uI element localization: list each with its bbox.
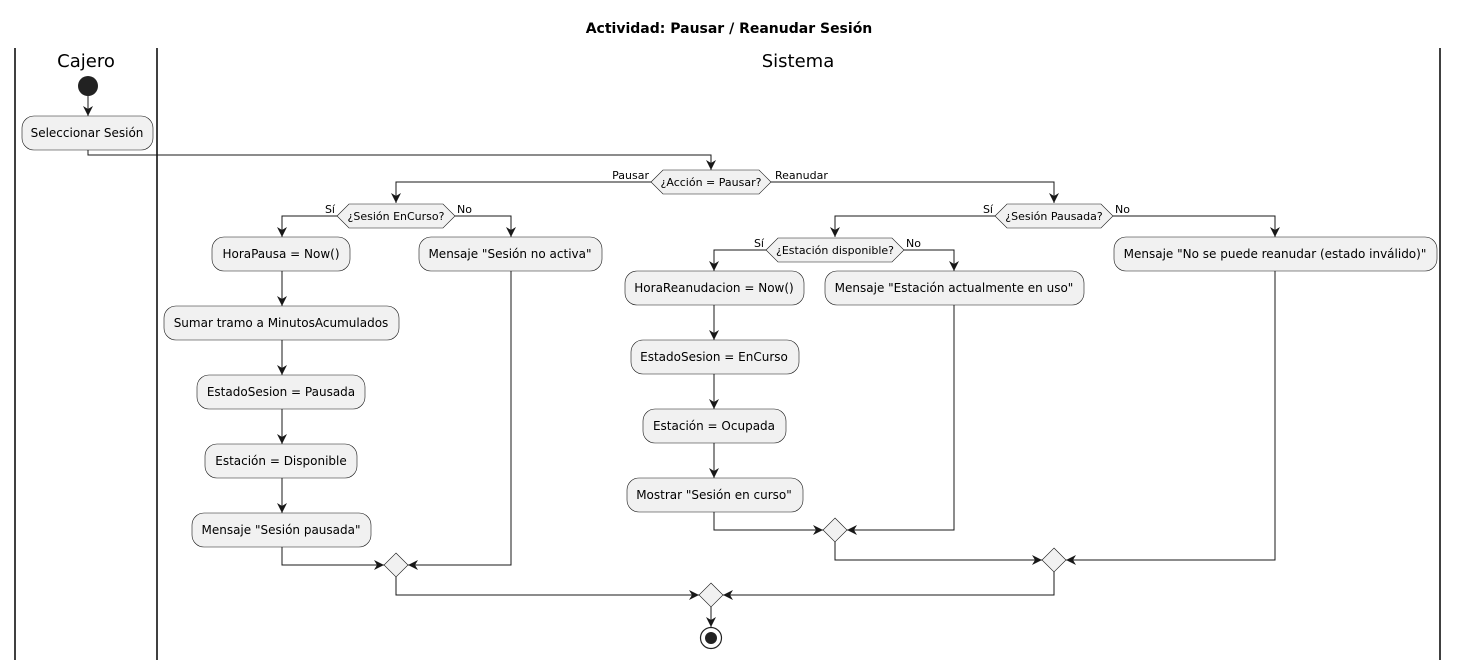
action-label: EstadoSesion = EnCurso: [640, 350, 788, 364]
label-pausada-no: No: [1115, 203, 1130, 216]
edge-mostrar-to-merge: [713, 512, 823, 535]
edge-pausada-si: [830, 215, 995, 237]
edge-reanudar-branch: [771, 181, 1059, 203]
edge-pausada-no: [1113, 215, 1280, 237]
decision-label: ¿Estación disponible?: [776, 244, 894, 257]
edge-en-uso-to-merge: [847, 305, 955, 535]
flow-edges: [83, 96, 1280, 627]
action-label: Mensaje "Sesión no activa": [428, 247, 591, 261]
action-label: Mensaje "Sesión pausada": [201, 523, 360, 537]
edge-estacion-no: [904, 249, 959, 271]
diagram-title: Actividad: Pausar / Reanudar Sesión: [586, 21, 873, 37]
edge-encurso-si: [277, 215, 337, 237]
swimlanes: Cajero Sistema: [14, 48, 1441, 660]
label-estacion-si: Sí: [754, 237, 765, 250]
decision-label: ¿Sesión Pausada?: [1005, 210, 1103, 223]
edge-reanudar-merge-to-final: [723, 572, 1055, 600]
action-label: Estación = Ocupada: [653, 419, 775, 433]
label-estacion-no: No: [906, 237, 921, 250]
edge-pausar-branch: [391, 181, 651, 203]
lane-title-sistema: Sistema: [762, 51, 835, 72]
decision-label: ¿Sesión EnCurso?: [348, 210, 445, 223]
merge-pausada: [1041, 547, 1067, 573]
label-encurso-si: Sí: [325, 203, 336, 216]
merge-estacion: [822, 517, 848, 543]
lane-title-cajero: Cajero: [57, 51, 115, 72]
edge-estacion-merge-to-pausada-merge: [834, 542, 1042, 565]
action-sumar-tramo: Sumar tramo a MinutosAcumulados: [163, 305, 400, 341]
edge-select-to-decision: [87, 150, 716, 170]
label-encurso-no: No: [457, 203, 472, 216]
action-estado-encurso: EstadoSesion = EnCurso: [630, 339, 800, 375]
decision-accion: ¿Acción = Pausar?: [650, 169, 772, 195]
label-pausada-si: Sí: [983, 203, 994, 216]
label-pausar: Pausar: [612, 169, 649, 182]
action-label: HoraPausa = Now(): [222, 247, 339, 261]
action-hora-reanudacion: HoraReanudacion = Now(): [624, 270, 805, 306]
action-label: HoraReanudacion = Now(): [634, 281, 793, 295]
edge-no-activa-to-merge: [408, 271, 512, 570]
action-label: Estación = Disponible: [215, 454, 347, 468]
edge-labels: Pausar Reanudar Sí No Sí No Sí No: [325, 169, 1130, 250]
decision-encurso: ¿Sesión EnCurso?: [336, 203, 456, 229]
action-label: Mensaje "Estación actualmente en uso": [835, 281, 1074, 295]
action-estado-pausada: EstadoSesion = Pausada: [196, 374, 366, 410]
action-estacion-ocupada: Estación = Ocupada: [642, 408, 787, 444]
edge-mensaje-to-merge: [281, 547, 384, 570]
action-msg-no-activa: Mensaje "Sesión no activa": [418, 236, 603, 272]
action-label: Sumar tramo a MinutosAcumulados: [174, 316, 389, 330]
action-msg-no-reanudar: Mensaje "No se puede reanudar (estado in…: [1113, 236, 1438, 272]
decision-label: ¿Acción = Pausar?: [661, 176, 762, 189]
action-hora-pausa: HoraPausa = Now(): [211, 236, 351, 272]
action-msg-pausada: Mensaje "Sesión pausada": [191, 512, 372, 548]
merge-pausar: [383, 552, 409, 578]
action-label: Mostrar "Sesión en curso": [636, 488, 792, 502]
action-estacion-disponible: Estación = Disponible: [204, 443, 358, 479]
action-label: EstadoSesion = Pausada: [207, 385, 355, 399]
action-label: Seleccionar Sesión: [31, 126, 144, 140]
edge-pausar-merge-to-final: [395, 577, 699, 600]
end-node: [699, 626, 723, 650]
action-label: Mensaje "No se puede reanudar (estado in…: [1124, 247, 1427, 261]
action-seleccionar: Seleccionar Sesión: [21, 115, 154, 151]
label-reanudar: Reanudar: [775, 169, 828, 182]
decision-estacion: ¿Estación disponible?: [765, 237, 905, 263]
edge-estacion-si: [709, 249, 766, 271]
action-mostrar-encurso: Mostrar "Sesión en curso": [626, 477, 804, 513]
action-msg-en-uso: Mensaje "Estación actualmente en uso": [824, 270, 1085, 306]
edge-no-reanudar-to-merge: [1066, 271, 1276, 565]
decision-pausada: ¿Sesión Pausada?: [994, 203, 1114, 229]
merge-final: [698, 582, 724, 608]
edge-encurso-no: [455, 215, 516, 237]
start-node: [78, 76, 98, 96]
